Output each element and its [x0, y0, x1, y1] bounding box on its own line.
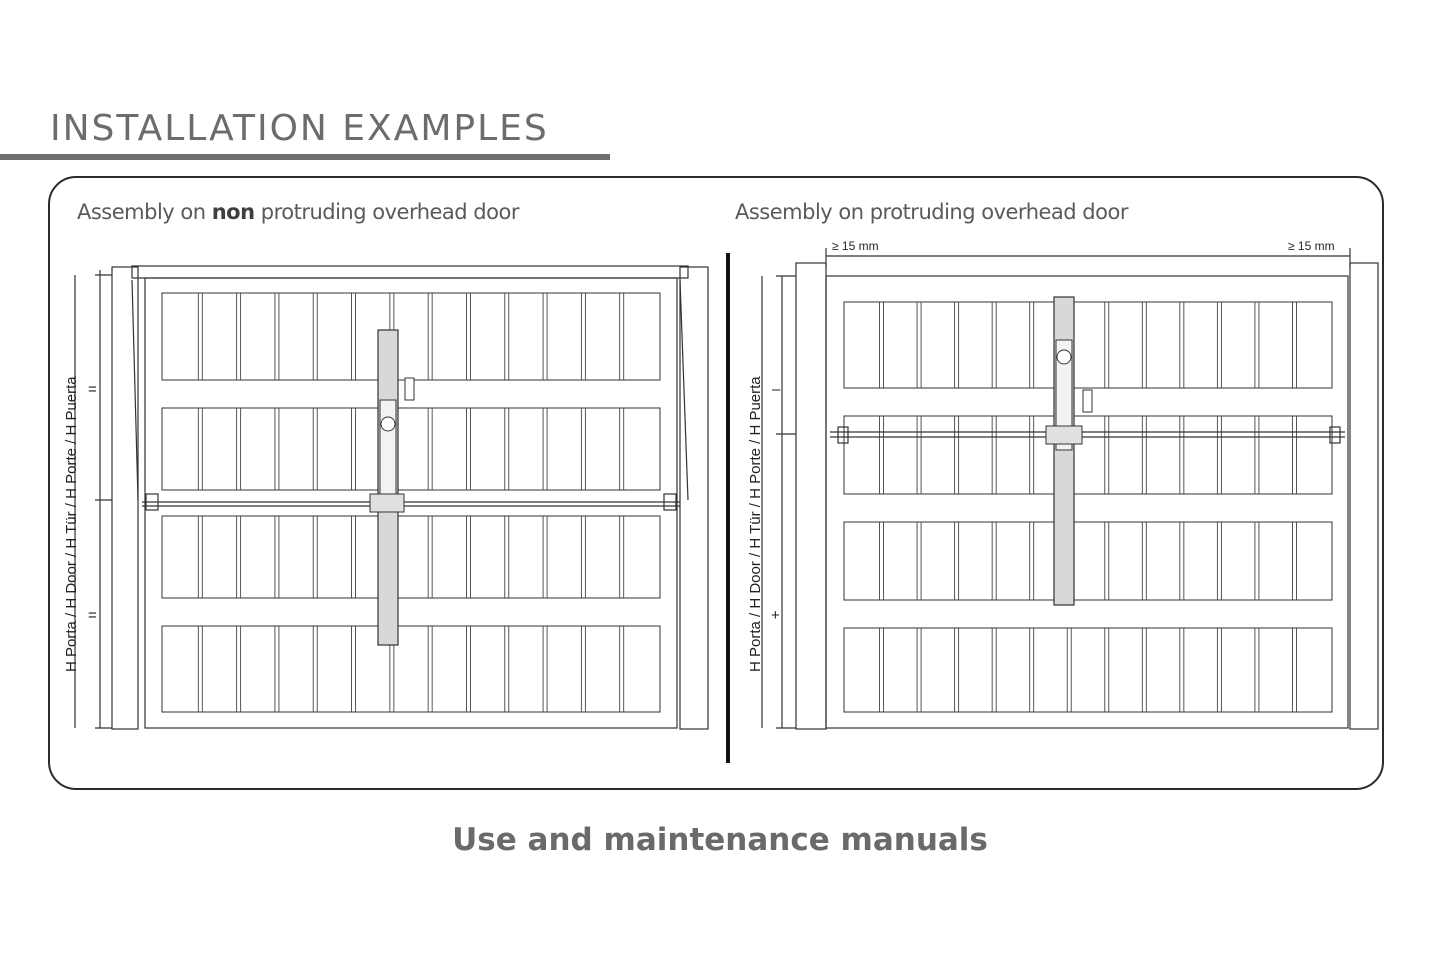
left-caption: Assembly on non protruding overhead door [77, 200, 519, 224]
right-dim-right: ≥ 15 mm [1288, 239, 1335, 253]
door-panel-row [843, 627, 1333, 713]
left-caption-suffix: protruding overhead door [254, 200, 520, 224]
door-panel-row [161, 407, 661, 491]
left-door-diagram: H Porta / H Door / H Tür / H Porte / H P… [63, 265, 709, 730]
door-panel-row [161, 515, 661, 599]
title-underline [0, 154, 610, 160]
right-mark-lower: + [771, 607, 780, 624]
left-caption-bold: non [211, 200, 255, 224]
right-jamb-left [795, 262, 827, 730]
right-height-label: H Porta / H Door / H Tür / H Porte / H P… [747, 376, 764, 672]
right-mark-upper: – [772, 381, 781, 398]
right-lock-cylinder [1056, 349, 1072, 365]
door-panel-row [843, 521, 1333, 601]
right-jamb-right [1349, 262, 1379, 730]
panel-divider [726, 253, 730, 763]
right-door-leaf [825, 275, 1349, 729]
left-door-leaf [144, 277, 678, 729]
left-caption-prefix: Assembly on [77, 200, 212, 224]
page-title: INSTALLATION EXAMPLES [50, 108, 549, 149]
left-mark-lower: = [88, 607, 97, 624]
left-lintel [131, 265, 689, 279]
footer-link[interactable]: Use and maintenance manuals [452, 822, 988, 858]
left-handle [404, 377, 415, 401]
right-dim-left: ≥ 15 mm [832, 239, 879, 253]
examples-frame [48, 176, 1384, 790]
door-panel-row [161, 625, 661, 713]
door-panel-row [843, 415, 1333, 495]
left-height-label: H Porta / H Door / H Tür / H Porte / H P… [63, 376, 80, 672]
right-door-diagram: ≥ 15 mm ≥ 15 mm H Porta / H Door / H Tür… [747, 239, 1379, 730]
left-jamb-right [679, 266, 709, 730]
left-mark-upper: = [88, 381, 97, 398]
right-caption: Assembly on protruding overhead door [735, 200, 1128, 224]
right-handle [1082, 389, 1093, 413]
left-lock-cylinder [380, 416, 396, 432]
door-panel-row [843, 301, 1333, 389]
